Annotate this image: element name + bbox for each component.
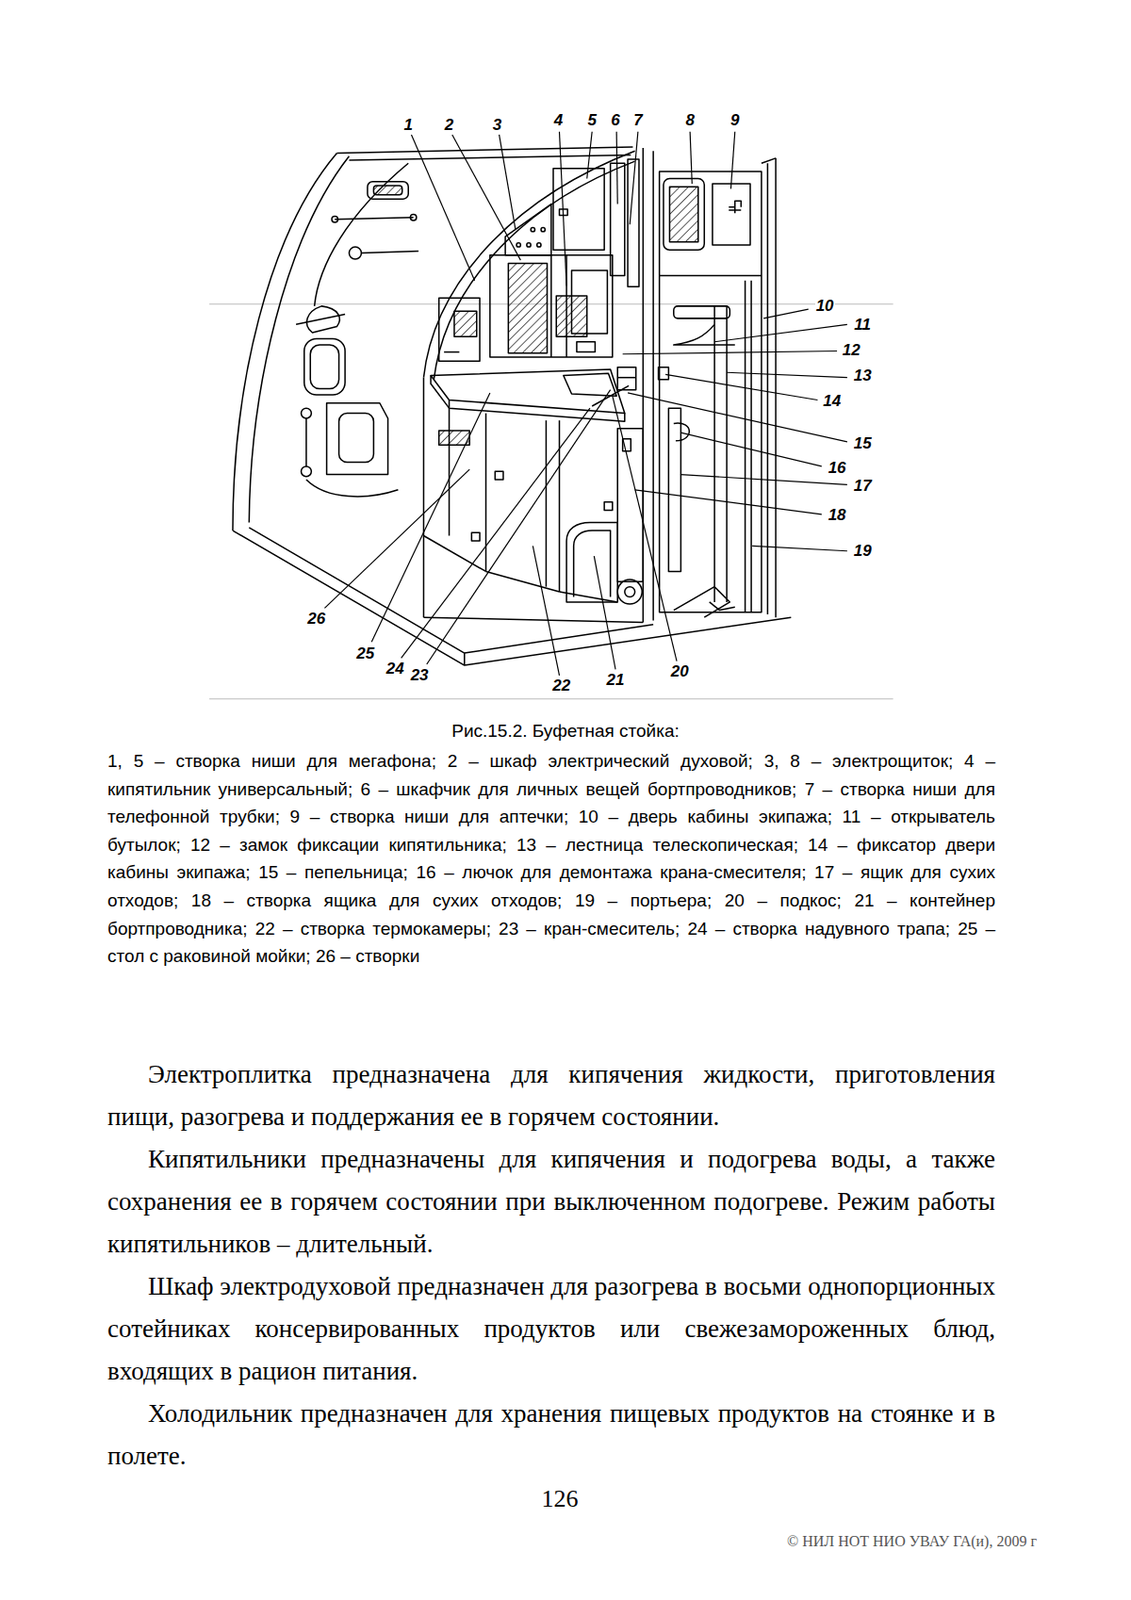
callout-number: 11 [852,315,872,334]
callout-number: 2 [443,115,455,134]
callout-number: 18 [827,506,848,525]
callout-number: 23 [409,666,430,685]
callout-number: 4 [553,111,564,130]
callout-number: 8 [684,111,695,130]
callout-number: 21 [606,671,626,689]
page-number: 126 [0,1485,1120,1514]
paragraph: Холодильник предназначен для хранения пи… [107,1393,996,1478]
callout-number: 26 [306,609,327,628]
callout-number: 15 [852,434,873,453]
callout-number: 25 [355,644,376,663]
paragraph: Электроплитка предназначена для кипячени… [107,1053,996,1139]
callout-number: 9 [729,111,740,130]
callout-number: 19 [852,541,873,560]
figure-key: 1, 5 – створка ниши для мегафона; 2 – шк… [107,747,996,971]
callout-number: 16 [827,458,848,477]
figure-caption: Рис.15.2. Буфетная стойка: [0,720,1131,743]
callout-number: 20 [670,662,690,681]
body-text: Электроплитка предназначена для кипячени… [107,1053,996,1478]
paragraph: Шкаф электродуховой предназначен для раз… [107,1265,996,1394]
galley-drawing [232,131,848,676]
callout-number: 22 [551,676,572,695]
callout-number: 7 [632,111,643,130]
callout-number: 10 [815,296,836,315]
callout-number: 13 [852,366,873,385]
callout-number: 1 [402,115,413,134]
callout-number: 6 [609,111,621,130]
callout-number: 5 [586,111,597,130]
paragraph: Кипятильники предназначены для кипячения… [107,1138,996,1266]
callout-number: 17 [852,476,873,495]
callout-number: 3 [491,115,503,134]
callout-number: 14 [821,392,842,410]
copyright-note: © НИЛ НОТ НИО УВАУ ГА(и), 2009 г [786,1532,1037,1552]
callout-number: 24 [385,659,406,678]
frame-lines [209,304,894,700]
callout-number: 12 [841,341,862,360]
